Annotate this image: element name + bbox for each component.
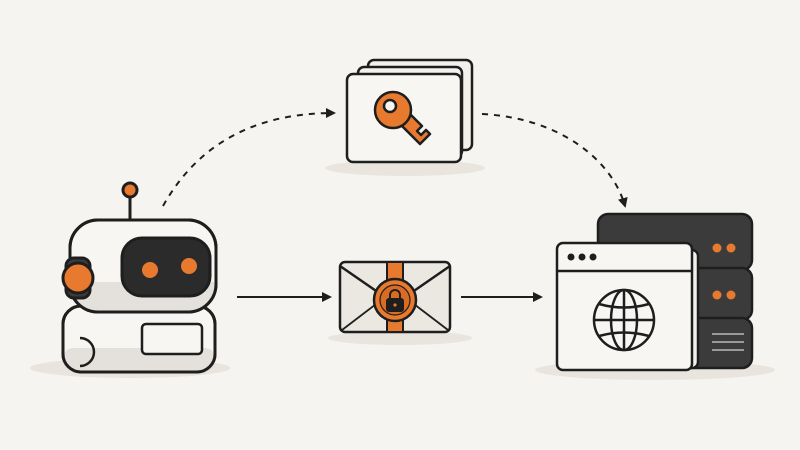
edge-agent-to-credentials xyxy=(162,108,336,207)
robot-eye-right xyxy=(181,258,197,274)
browser-window-icon xyxy=(555,241,700,372)
server-vent-lines xyxy=(712,333,744,351)
key-card-stack xyxy=(345,58,474,164)
robot-visor xyxy=(120,236,212,298)
edges xyxy=(162,108,628,302)
key-icon xyxy=(373,90,432,146)
server-status-lights xyxy=(712,243,736,300)
robot-chest-panel xyxy=(140,322,204,356)
robot-eye-left xyxy=(142,262,158,278)
robot-antenna-tip xyxy=(121,181,139,199)
sealed-envelope-icon xyxy=(338,260,452,334)
robot-ear xyxy=(61,261,95,295)
lock-icon xyxy=(386,289,404,312)
browser-window-controls xyxy=(567,253,597,261)
globe-icon xyxy=(592,288,656,352)
edge-credentials-to-destination xyxy=(481,113,628,208)
robot-icon xyxy=(61,181,218,374)
